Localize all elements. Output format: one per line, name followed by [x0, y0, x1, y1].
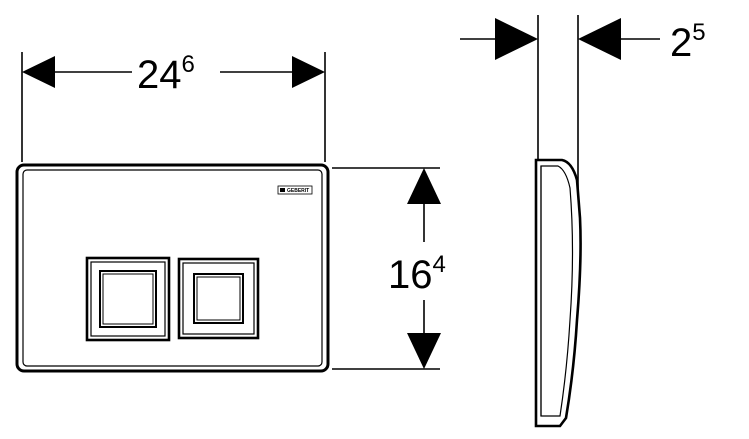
depth-arrow-left [495, 18, 538, 60]
plate-outline [15, 163, 330, 373]
height-sup: 4 [433, 251, 446, 278]
front-view: 246 GEBERIT [15, 51, 446, 373]
logo-text: GEBERIT [287, 188, 309, 194]
height-value: 16 [388, 253, 433, 297]
side-view: 25 [460, 15, 706, 428]
logo: GEBERIT [277, 185, 313, 195]
width-arrow-right [292, 56, 325, 88]
flush-button-large [85, 256, 171, 342]
height-arrow-bottom [407, 333, 441, 369]
depth-label: 25 [670, 19, 706, 65]
height-arrow-top [407, 168, 441, 204]
depth-sup: 5 [692, 19, 705, 46]
logo-box [277, 185, 313, 195]
depth-value: 2 [670, 21, 692, 65]
plate-side-profile-outer [534, 158, 582, 428]
width-value: 24 [137, 53, 182, 97]
width-arrow-left [22, 56, 55, 88]
plate-side-profile-inner [540, 165, 574, 417]
width-sup: 6 [182, 51, 195, 78]
width-label: 246 [137, 51, 195, 97]
logo-mark-icon [280, 188, 285, 192]
depth-arrow-right [578, 18, 621, 60]
height-label: 164 [388, 251, 446, 297]
flush-button-small [177, 257, 260, 340]
plate-inner-outline [22, 169, 323, 367]
